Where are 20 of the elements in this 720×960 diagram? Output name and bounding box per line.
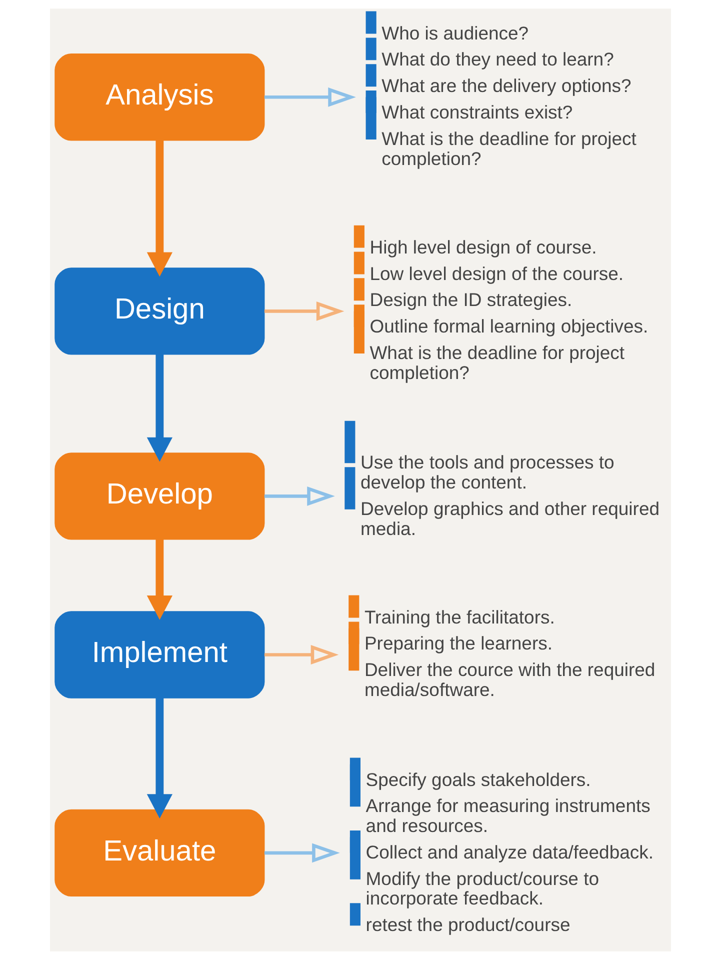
node-label: Arrange for measuring instruments and resources.	[365, 795, 650, 836]
node-label: Low level design of the course.	[369, 262, 624, 284]
node-label: What is the deadline for project completion?	[381, 128, 636, 169]
node-label: What are the delivery options?	[381, 75, 631, 96]
node-label: Preparing the learners.	[364, 632, 552, 654]
node-label: Training the facilitators.	[364, 606, 554, 628]
node-label: Develop graphics and other required media.	[360, 498, 660, 539]
node-label: Specify goals stakeholders.	[365, 768, 590, 790]
node-label: Who is audience?	[381, 22, 528, 44]
node-label: Deliver the cource with the required media/software.	[364, 659, 655, 700]
node-label: Use the tools and processes to develop the content.	[360, 452, 614, 493]
node-label: What is the deadline for project completion?	[369, 342, 624, 383]
node-label: High level design of course.	[369, 236, 596, 258]
node-label: Outline formal learning objectives.	[369, 316, 648, 337]
node-label: Design the ID strategies.	[369, 289, 572, 310]
node-label: What constraints exist?	[381, 102, 572, 123]
node-label: What do they need to learn?	[381, 48, 614, 70]
node-label: Collect and analyze data/feedback.	[365, 841, 654, 862]
node-label: retest the product/course	[365, 914, 570, 936]
node-label: Modify the product/course to incorporate feedback.	[365, 868, 599, 909]
